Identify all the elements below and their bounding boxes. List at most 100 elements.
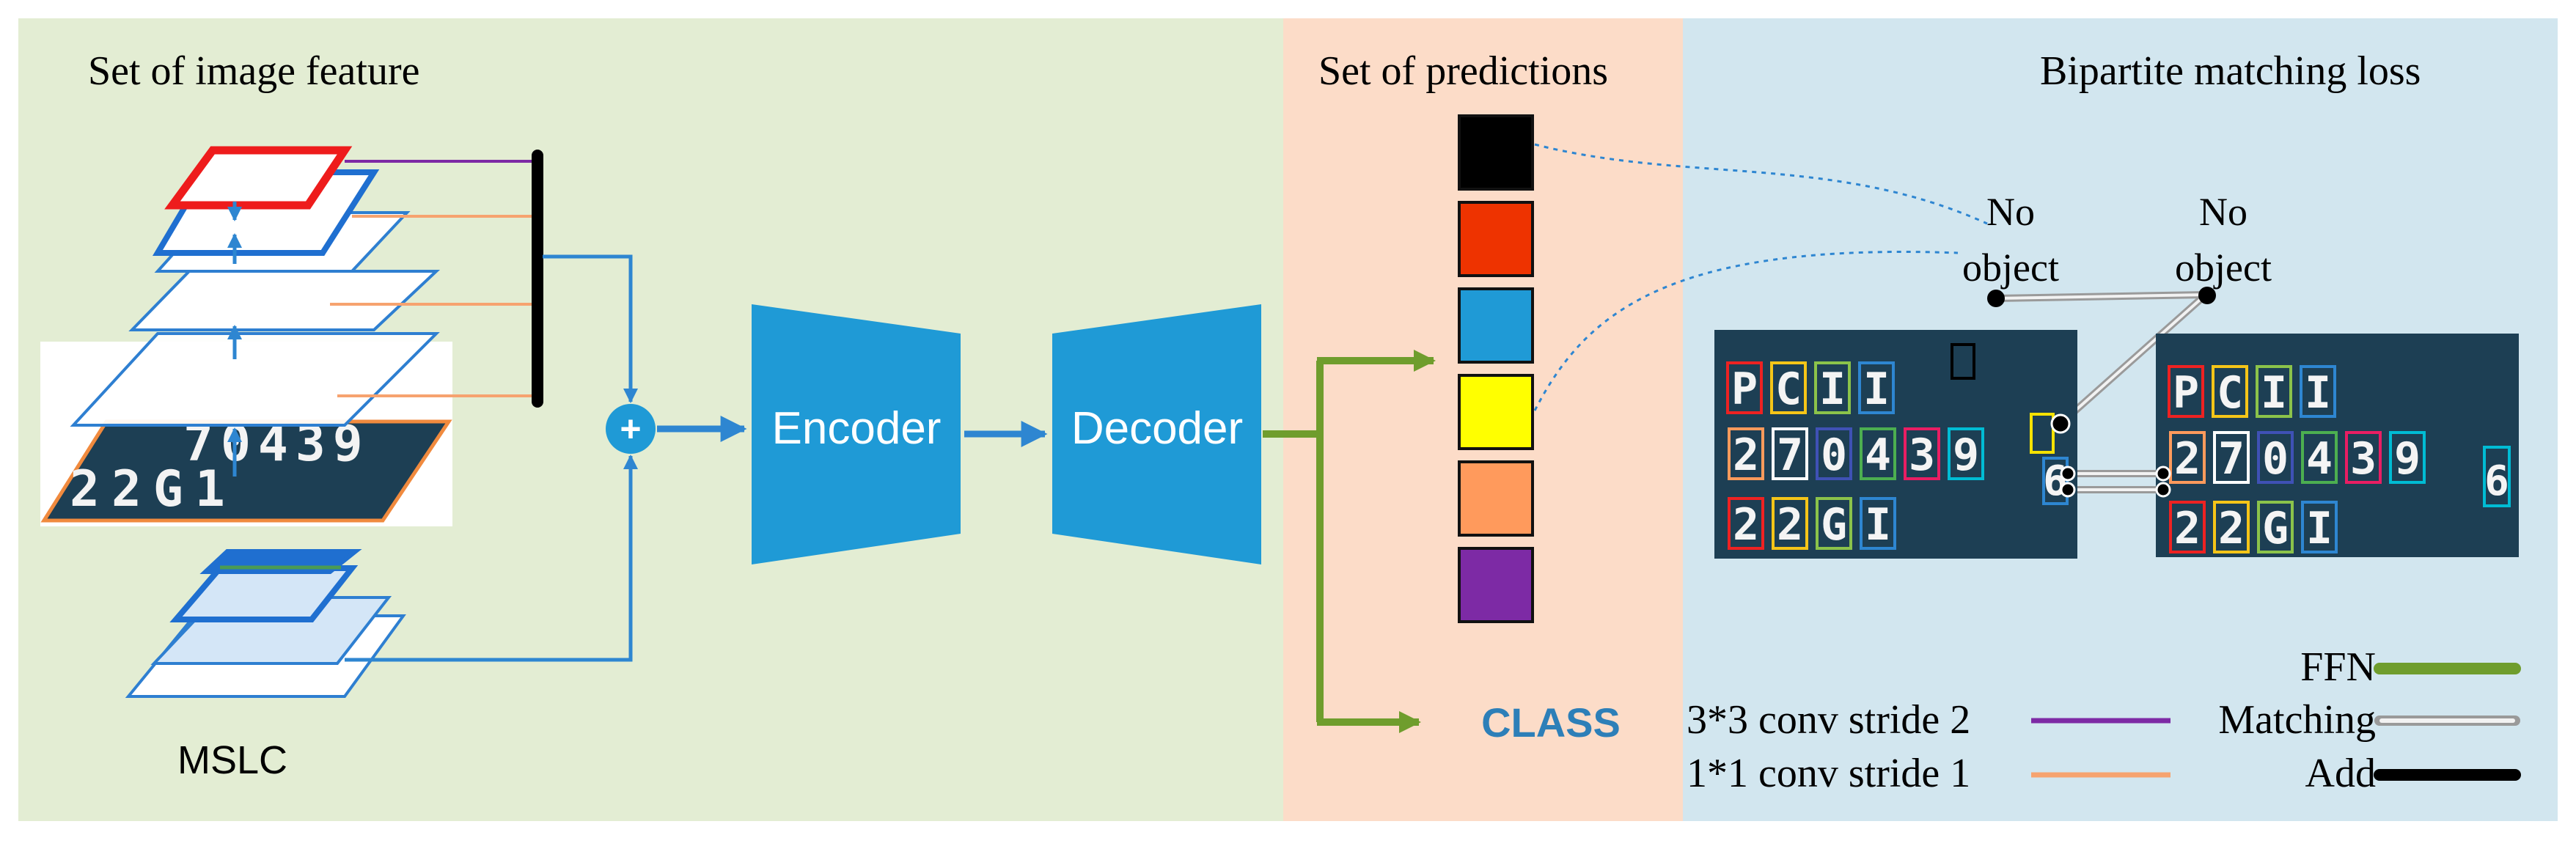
plate-left-char-box [1728,427,1764,480]
plate-right-char-box [2257,501,2294,553]
plate-left-char: I [1819,364,1846,415]
matching-lines [1995,291,2209,493]
plate-left-char-box [1904,427,1940,480]
prediction-slot-red [1458,201,1534,277]
plate-right-extra-box [2483,446,2511,507]
predictions-panel-title: Set of predictions [1318,48,1608,94]
plate-left-char: 2 [1733,430,1759,481]
plate-right-char-box [2345,431,2382,484]
plate-right-char: P [2173,367,2199,419]
match-dot-no-object-left [1987,290,2005,307]
match-dot-6-c [2155,466,2171,482]
plate-right-char: 7 [2218,433,2245,485]
plate-left-char-box [1772,427,1808,480]
feature-layer-4 [70,332,440,427]
matching-panel-title: Bipartite matching loss [2040,48,2421,94]
plate-left-char-box [1726,361,1763,414]
plate-right-char-box [2301,501,2338,553]
match-line-diagonal-inner [2059,293,2207,425]
plate-right-char-box [2257,431,2294,484]
match-dot-6-d [2155,482,2171,498]
plate-right-char-box [2169,501,2206,553]
plate-right-char: G [2262,503,2289,554]
plate-left-char: I [1863,364,1890,415]
encoder-block [752,304,961,564]
match-dot-6-b [2060,482,2076,498]
sample-text-line2: 22G1 [70,460,237,518]
decoder-block [1052,304,1261,564]
plate-left-char: 3 [1909,430,1935,481]
plate-left-char: 2 [1777,499,1803,551]
encoder-label: Encoder [772,403,942,454]
plate-left-char: C [1775,364,1802,415]
prediction-slot-orange [1458,460,1534,537]
no-object-left-line1: No [1986,190,2035,234]
plate-right-char-box [2169,431,2206,484]
add-node [606,404,656,454]
plate-right-char-box [2301,431,2338,484]
plate-left-char: 2 [1733,499,1759,551]
plate-right-char: 2 [2218,503,2245,554]
prediction-slot-purple [1458,547,1534,623]
dotted-link-yellow [1533,251,1959,411]
plate-right-char: I [2306,503,2333,554]
prediction-slots [1458,114,1534,623]
match-line-no-object-inner [1995,293,2206,300]
prediction-slot-blue [1458,287,1534,364]
legend-matching-label: Matching [2218,697,2376,743]
plate-left-char: 4 [1865,430,1891,481]
plate-right-char: 9 [2394,433,2421,485]
plate-right-char-box [2300,365,2336,418]
match-dot-yellow [2050,413,2071,434]
decoder-label: Decoder [1071,403,1243,454]
plate-left-char-box [1772,497,1808,550]
plate-left-char-box [1816,427,1852,480]
feature-layer-top [164,146,353,210]
class-label: CLASS [1481,699,1621,746]
plate-right-char-box [2389,431,2426,484]
plate-right-char: 3 [2350,433,2377,485]
plate-left-char: G [1821,499,1847,551]
plate-right-char: 2 [2174,503,2201,554]
plate-left-char-box [1728,497,1764,550]
prediction-slot-black [1458,114,1534,191]
plate-right-char: C [2217,367,2243,419]
mslc-to-plus-connector [345,455,638,662]
plate-left-char: 0 [1821,430,1847,481]
legend-ffn-label: FFN [2300,644,2376,690]
no-object-right-line2: object [2175,246,2272,290]
bar-to-plus-connector [543,254,638,403]
plate-right-char: 2 [2174,433,2201,485]
plate-left-char-box [1948,427,1984,480]
plate-right-extra-char: 6 [2484,457,2509,505]
no-object-right-line1: No [2199,190,2247,234]
plate-left-char: 9 [1953,430,1979,481]
match-dot-no-object-right [2198,287,2216,304]
plate-left-char: 7 [1777,430,1803,481]
plate-right-char: I [2305,367,2331,419]
plate-right-char-box [2256,365,2292,418]
plate-left-extra-char: 6 [2043,457,2068,505]
plate-right-char: I [2261,367,2287,419]
plate-left-char-box [1860,427,1896,480]
plate-left-char: P [1731,364,1758,415]
match-dot-6-a [2060,466,2076,482]
legend-conv1-label: 1*1 conv stride 1 [1687,751,1970,796]
no-object-left-line2: object [1962,246,2059,290]
plate-right-char-box [2213,431,2250,484]
plate-left-char-box [1814,361,1851,414]
legend-add-label: Add [2305,751,2376,796]
features-panel-title: Set of image feature [88,48,419,94]
plate-left-char: I [1865,499,1891,551]
plate-right-char: 0 [2262,433,2289,485]
plate-left-char-box [1770,361,1807,414]
dotted-link-black [1534,143,1988,225]
plate-right-char-box [2212,365,2248,418]
plate-left-char-box [1858,361,1895,414]
